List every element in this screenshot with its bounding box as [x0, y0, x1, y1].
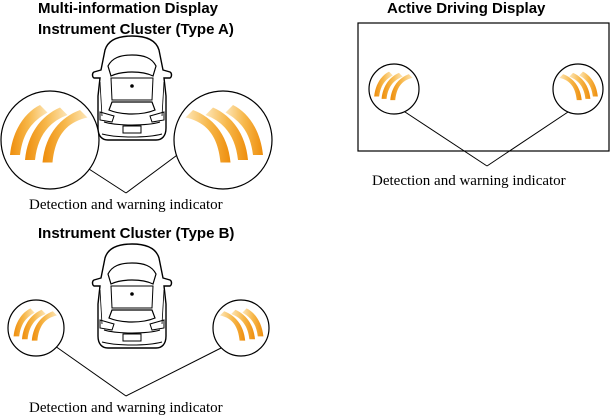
- adp-title: Active Driving Display: [387, 0, 546, 17]
- type-b-title: Instrument Cluster (Type B): [38, 225, 235, 242]
- type-a-title-line1: Multi-information Display: [38, 0, 218, 17]
- type-a-caption: Detection and warning indicator: [29, 197, 223, 213]
- type-b-caption: Detection and warning indicator: [29, 400, 223, 416]
- type-a-title-line2: Instrument Cluster (Type A): [38, 21, 234, 38]
- adp-caption: Detection and warning indicator: [372, 173, 566, 189]
